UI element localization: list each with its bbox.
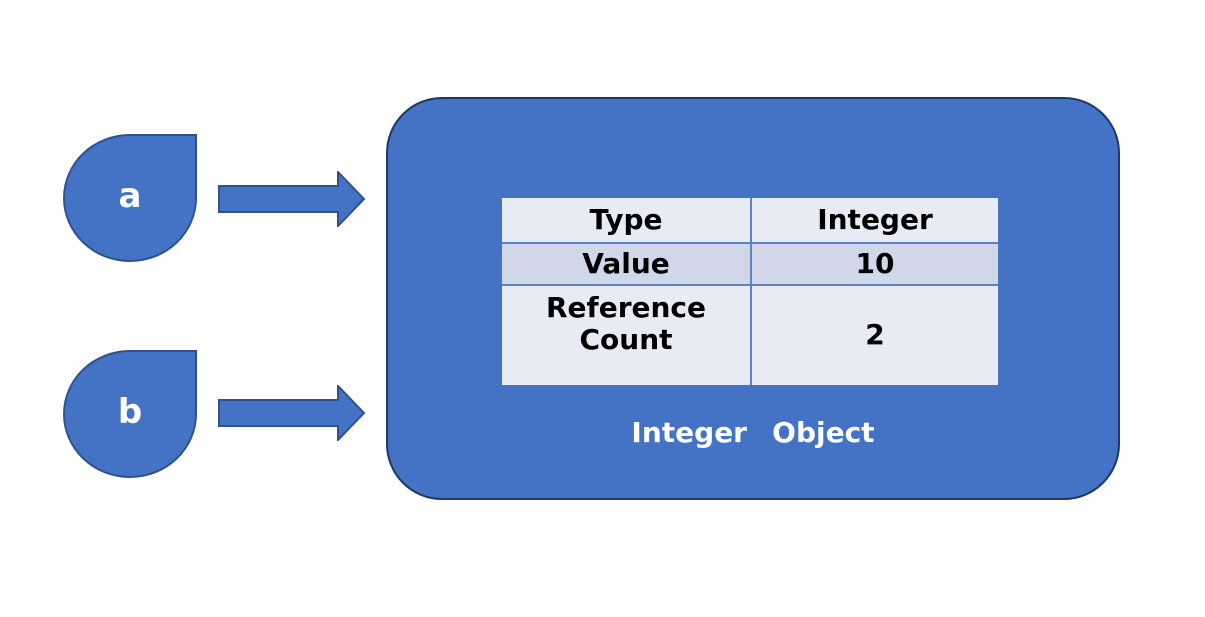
- table-cell-type-value: Integer: [750, 198, 998, 242]
- variable-b-label: b: [117, 392, 143, 432]
- variable-a-label: a: [118, 176, 142, 216]
- arrow-right-icon: [218, 385, 366, 441]
- table-cell-value-value: 10: [750, 242, 998, 284]
- table-cell-refcount-value: 2: [750, 284, 998, 385]
- variable-a-node: a: [63, 134, 197, 262]
- object-caption: Integer Object: [631, 416, 875, 449]
- table-cell-type-key: Type: [502, 198, 750, 242]
- table-cell-refcount-key: Reference Count: [502, 284, 750, 385]
- variable-b-node: b: [63, 350, 197, 478]
- table-cell-value-key: Value: [502, 242, 750, 284]
- arrow-right-icon: [218, 171, 366, 227]
- object-attribute-table: Type Integer Value 10 Reference Count 2: [502, 198, 998, 385]
